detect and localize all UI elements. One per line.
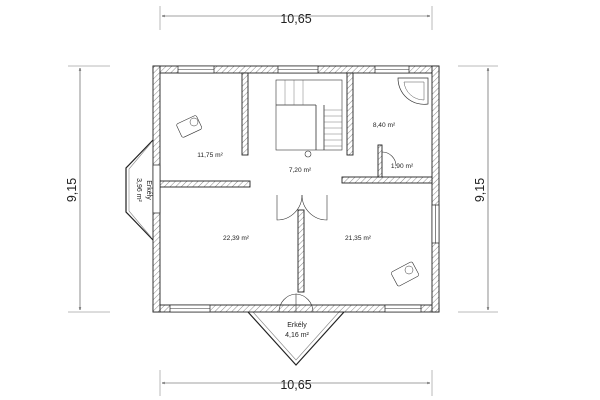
dimension-right: 9,15 xyxy=(458,65,498,313)
interior-walls xyxy=(159,72,433,293)
bathtub-icon xyxy=(397,77,429,105)
windows xyxy=(152,65,440,313)
desk-chair-icon-right xyxy=(391,261,419,287)
front-balcony-label: Erkély xyxy=(287,322,307,329)
room-area-top-left: 11,75 m² xyxy=(197,152,223,159)
room-area-bathroom: 8,40 m² xyxy=(373,122,396,129)
dimension-left: 9,15 xyxy=(65,65,110,313)
room-area-staircase: 7,20 m² xyxy=(289,167,312,174)
desk-chair-icon-top-left xyxy=(176,115,202,138)
dimension-left-label: 9,15 xyxy=(65,178,79,202)
front-balcony-area: 4,16 m² xyxy=(285,332,309,339)
room-area-left: 22,39 m² xyxy=(223,235,250,242)
dimension-top-label: 10,65 xyxy=(280,12,311,26)
dimension-bottom-label: 10,65 xyxy=(280,378,311,392)
dimension-right-label: 9,15 xyxy=(473,178,487,202)
side-balcony-area: 3,96 m² xyxy=(135,178,142,202)
room-area-right: 21,35 m² xyxy=(345,235,372,242)
staircase xyxy=(275,79,343,158)
front-balcony xyxy=(247,311,345,366)
doors xyxy=(276,151,397,313)
side-balcony-label: Erkély xyxy=(145,180,152,200)
side-balcony xyxy=(125,139,154,241)
room-area-wc: 1,90 m² xyxy=(391,163,414,170)
dimension-bottom: 10,65 xyxy=(159,370,433,396)
dimension-top: 10,65 xyxy=(159,6,433,30)
